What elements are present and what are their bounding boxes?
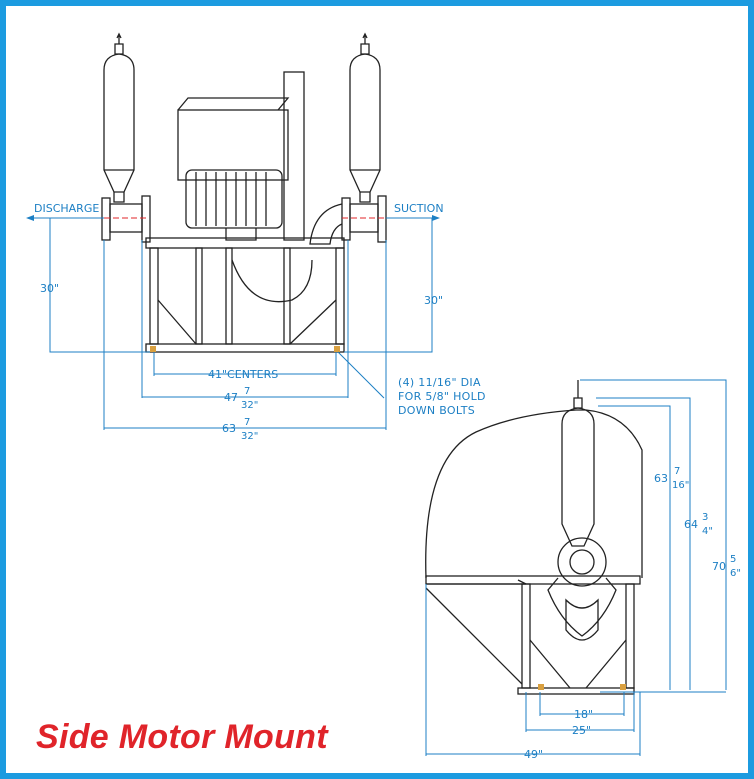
height-1-denominator: 16": [672, 480, 689, 491]
width-18-label: 18": [574, 708, 593, 721]
suction-label: SUCTION: [394, 202, 444, 215]
side-accumulator-tank: [561, 380, 595, 547]
bolt-note-line-1: (4) 11/16" DIA: [398, 376, 481, 389]
width-1-denominator: 32": [241, 400, 258, 411]
motor: [177, 71, 305, 241]
bolt-note-line-3: DOWN BOLTS: [398, 404, 475, 417]
width-2-numerator: 7: [244, 417, 250, 428]
suction-flange: [309, 195, 387, 245]
height-2-whole: 64: [684, 518, 698, 531]
left-height-label: 30": [40, 282, 59, 295]
height-3-numerator: 5: [730, 554, 736, 565]
bolt-note-line-2: FOR 5/8" HOLD: [398, 390, 486, 403]
height-1-numerator: 7: [674, 466, 680, 477]
front-base-frame: [145, 237, 345, 353]
side-view: [425, 379, 727, 756]
right-height-label: 30": [424, 294, 443, 307]
side-base-frame: [425, 575, 641, 695]
width-2-whole: 63: [222, 422, 236, 435]
height-2-numerator: 3: [702, 512, 708, 523]
side-dimensions: [425, 379, 727, 756]
height-2-denominator: 4": [702, 526, 713, 537]
height-1-whole: 63: [654, 472, 668, 485]
centers-label: 41"CENTERS: [208, 368, 278, 381]
width-1-numerator: 7: [244, 386, 250, 397]
front-dimensions: [26, 215, 440, 430]
height-3-whole: 70: [712, 560, 726, 573]
width-1-whole: 47: [224, 391, 238, 404]
pump-casing: [547, 537, 617, 641]
right-accumulator-tank: [349, 32, 381, 203]
motor-guard: [425, 409, 643, 579]
width-2-denominator: 32": [241, 431, 258, 442]
width-25-label: 25": [572, 724, 591, 737]
width-49-label: 49": [524, 748, 543, 761]
drawing-title: Side Motor Mount: [36, 718, 328, 756]
discharge-flange: [101, 195, 151, 243]
discharge-label: DISCHARGE: [34, 202, 99, 215]
left-accumulator-tank: [103, 32, 135, 203]
front-view: [26, 32, 440, 430]
height-3-denominator: 6": [730, 568, 741, 579]
